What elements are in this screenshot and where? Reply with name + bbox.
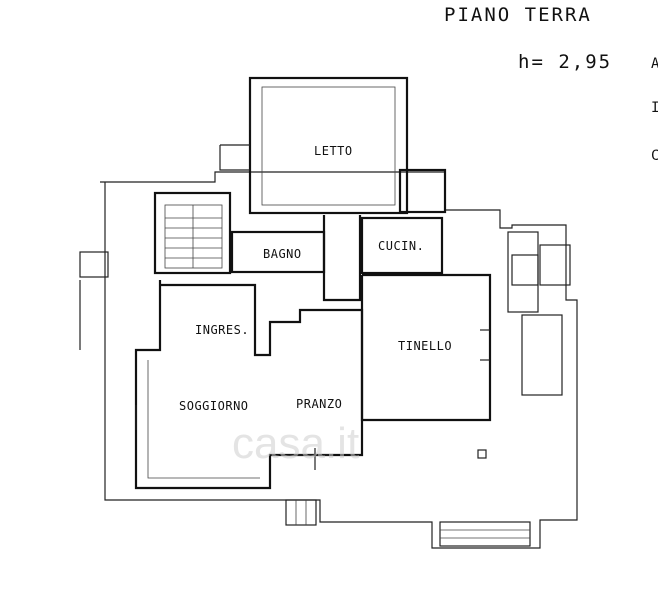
plan-title: PIANO TERRA bbox=[444, 4, 592, 26]
room-label-tinello: TINELLO bbox=[398, 339, 452, 353]
right-balcony-box bbox=[511, 254, 539, 286]
rear-steps bbox=[439, 521, 531, 547]
margin-mark-i: I bbox=[651, 100, 658, 116]
cucina-walls bbox=[360, 216, 444, 275]
casa-watermark: casa.it bbox=[232, 419, 359, 468]
balcony-notch bbox=[219, 145, 250, 171]
living-inner-line bbox=[147, 360, 260, 479]
room-label-ingresso: INGRES. bbox=[195, 323, 249, 337]
corridor-walls bbox=[322, 215, 362, 302]
room-label-pranzo: PRANZO bbox=[296, 397, 342, 411]
front-steps bbox=[285, 499, 317, 526]
stair-treads bbox=[164, 204, 223, 269]
room-label-letto: LETTO bbox=[314, 144, 353, 158]
margin-mark-a: A bbox=[651, 56, 658, 72]
post-marker bbox=[477, 449, 487, 459]
right-balcony-lower bbox=[521, 314, 563, 396]
right-balcony-rail bbox=[539, 244, 571, 286]
room-label-soggiorno: SOGGIORNO bbox=[179, 399, 249, 413]
margin-mark-c: C bbox=[651, 148, 658, 164]
stair-walls bbox=[153, 191, 232, 275]
ceiling-height-note: h= 2,95 bbox=[518, 51, 612, 73]
left-outside-box bbox=[79, 251, 109, 278]
closet-right bbox=[398, 168, 447, 214]
tinello-walls bbox=[360, 273, 492, 422]
room-label-cucina: CUCIN. bbox=[378, 239, 424, 253]
letto-inner bbox=[261, 86, 396, 206]
room-label-bagno: BAGNO bbox=[263, 247, 302, 261]
